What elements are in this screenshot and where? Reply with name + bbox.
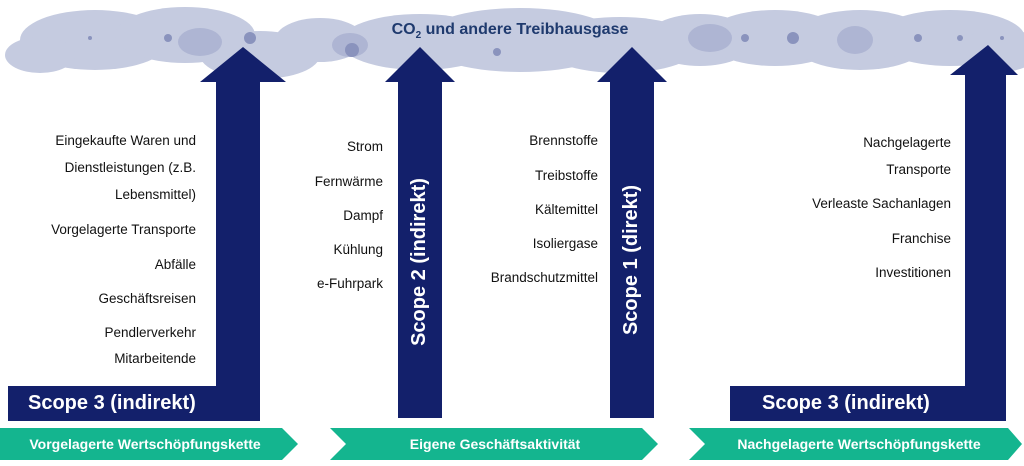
cloud-shading	[178, 24, 873, 57]
co2-subscript: 2	[415, 30, 422, 42]
list-item: Vorgelagerte Transporte	[51, 222, 196, 237]
list-item: e-Fuhrpark	[316, 276, 383, 291]
downstream-list: Nachgelagerte Transporte Verleaste Sacha…	[812, 135, 951, 280]
upstream-chevron	[0, 428, 298, 460]
co2-prefix: CO	[391, 21, 416, 38]
greenhouse-gas-title: CO2 und andere Treibhausgase	[330, 21, 690, 41]
cloud-dots	[88, 32, 1004, 57]
scope2-arrow	[385, 47, 455, 418]
scope2-list: Strom Fernwärme Dampf Kühlung e-Fuhrpark	[0, 0, 383, 466]
list-item: Verleaste Sachanlagen	[812, 196, 951, 211]
own-activity-label: Eigene Geschäftsaktivität	[409, 436, 581, 452]
downstream-value-chain-label: Nachgelagerte Wertschöpfungskette	[737, 436, 981, 452]
list-item: Geschäftsreisen	[98, 291, 196, 306]
list-item: Pendlerverkehr	[104, 325, 196, 340]
list-item: Transporte	[886, 162, 951, 177]
upstream-list: Eingekaufte Waren und Dienstleistungen (…	[0, 0, 196, 466]
list-item: Fernwärme	[314, 174, 383, 189]
scope3-right-label: Scope 3 (indirekt)	[762, 392, 930, 414]
list-item: Abfälle	[154, 257, 196, 272]
list-item: Mitarbeitende	[114, 351, 196, 366]
list-item: Kühlung	[333, 242, 383, 257]
own-activity-chevron	[330, 428, 658, 460]
scope1-list: Brennstoffe Treibstoffe Kältemittel Isol…	[490, 133, 598, 285]
scope3-right-arrow	[730, 45, 1018, 421]
title-suffix: und andere Treibhausgase	[421, 21, 629, 38]
list-item: Brandschutzmittel	[490, 270, 598, 285]
list-item: Strom	[346, 139, 383, 154]
list-item: Isoliergase	[532, 236, 598, 251]
downstream-chevron	[689, 428, 1022, 460]
scope3-left-label: Scope 3 (indirekt)	[28, 392, 196, 414]
upstream-value-chain-label: Vorgelagerte Wertschöpfungskette	[29, 436, 261, 452]
list-item: Brennstoffe	[529, 133, 598, 148]
scope3-left-arrow	[8, 47, 286, 421]
scope2-label: Scope 2 (indirekt)	[408, 178, 430, 346]
scope1-arrow	[597, 47, 667, 418]
list-item: Dampf	[343, 208, 383, 223]
list-item: Franchise	[891, 231, 951, 246]
list-item: Kältemittel	[534, 202, 598, 217]
list-item: Treibstoffe	[534, 168, 598, 183]
list-item: Lebensmittel)	[114, 187, 196, 202]
list-item: Eingekaufte Waren und	[55, 133, 196, 148]
list-item: Dienstleistungen (z.B.	[64, 160, 196, 175]
scope1-label: Scope 1 (direkt)	[620, 184, 642, 336]
list-item: Nachgelagerte	[863, 135, 951, 150]
list-item: Investitionen	[875, 265, 951, 280]
